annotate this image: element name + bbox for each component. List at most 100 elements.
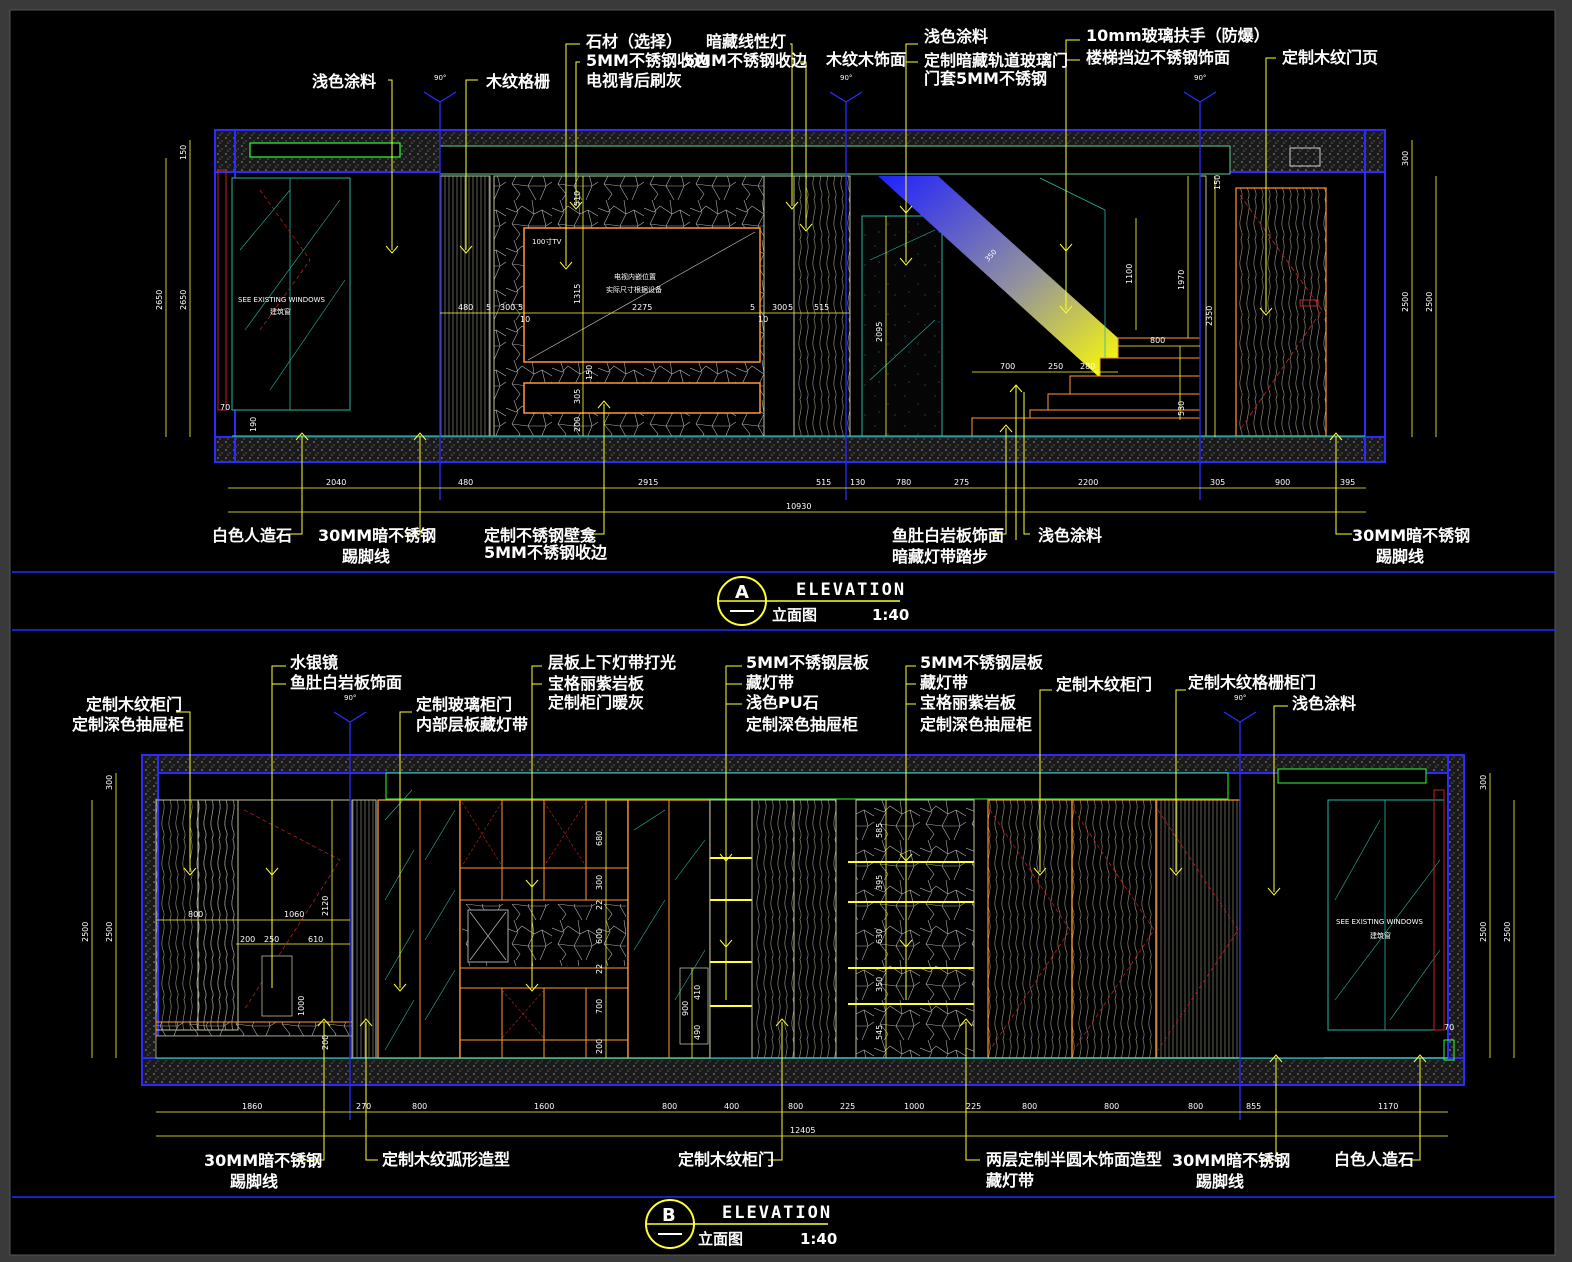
floor-slab (141, 1057, 1465, 1086)
dimension-text: 70 (220, 403, 230, 412)
label: 两层定制半圆木饰面造型 (986, 1150, 1162, 1169)
tv-note-2: 实际尺寸根据设备 (606, 285, 662, 294)
label: 定制深色抽屉柜 (919, 715, 1032, 734)
dimension-text: 510 (573, 191, 582, 206)
dimension-text: 70 (1444, 1023, 1454, 1032)
window-note: SEE EXISTING WINDOWS (238, 296, 326, 304)
angle-90: 90° (1234, 694, 1246, 702)
label: 浅色涂料 (924, 27, 988, 46)
dimension-text: 1970 (1177, 270, 1186, 290)
dimension-text: 1860 (242, 1102, 262, 1111)
label: 5MM不锈钢收边 (484, 543, 608, 562)
dimension-text: 225 (966, 1102, 981, 1111)
label: 暗藏灯带踏步 (892, 547, 988, 566)
label: 30MM暗不锈钢 (204, 1151, 322, 1170)
dimension-text: 800 (412, 1102, 427, 1111)
ceiling-light-cove (385, 772, 1229, 800)
dimension-text: 610 (308, 935, 323, 944)
label: 定制木纹格栅柜门 (1187, 673, 1316, 692)
dimension-text: 250 (264, 935, 279, 944)
dimension-text: 22 (595, 964, 604, 974)
label: 踢脚线 (1196, 1172, 1244, 1191)
dimension-text: 2120 (321, 896, 330, 916)
angle-90: 90° (344, 694, 356, 702)
wood-door (1235, 187, 1327, 437)
label: 10mm玻璃扶手（防爆） (1086, 26, 1270, 45)
dimension-text: 2200 (1078, 478, 1098, 487)
glass-cabinet-door (377, 799, 461, 1059)
leaders-top (176, 665, 1288, 1000)
title-block-a: A ELEVATION 立面图 1:40 (717, 576, 909, 626)
label: 30MM暗不锈钢 (1352, 526, 1470, 545)
dimension-text: 150 (179, 145, 188, 160)
label: 白色人造石 (1334, 1150, 1414, 1169)
label: 定制玻璃柜门 (415, 695, 512, 714)
label: 定制暗藏轨道玻璃门 (923, 51, 1068, 70)
label: 木纹木饰面 (825, 50, 906, 69)
dimension-text: 300 (1401, 151, 1410, 166)
label: 藏灯带 (746, 673, 794, 692)
label: 层板上下灯带打光 (548, 653, 676, 672)
title-block-b: B ELEVATION 立面图 1:40 (645, 1199, 837, 1249)
dimension-text: 2500 (1401, 292, 1410, 312)
leaders-top (385, 39, 1276, 540)
label: 定制木纹弧形造型 (381, 1150, 510, 1169)
dimension-text: 2040 (326, 478, 346, 487)
dimension-text: 5 (518, 303, 523, 312)
dimension-text: 700 (595, 999, 604, 1014)
dimension-text: 1315 (573, 284, 582, 304)
angle-90: 90° (840, 74, 852, 82)
dimension-text: 350 (875, 977, 884, 992)
wood-cabinet-doors (987, 799, 1241, 1059)
label: 定制深色抽屉柜 (745, 715, 858, 734)
dimension-text: 200 (240, 935, 255, 944)
label: 藏灯带 (920, 673, 968, 692)
stair-steps (971, 337, 1201, 437)
dimension-text: 2915 (638, 478, 658, 487)
elevation-scale: 1:40 (872, 606, 909, 624)
dimension-text: 1000 (297, 996, 306, 1016)
dimension-text: 530 (1177, 401, 1186, 416)
label: 定制木纹柜门 (1055, 675, 1152, 694)
label: 踢脚线 (230, 1172, 278, 1191)
dimension-text: 305 (573, 389, 582, 404)
dimension-text: 300 (105, 775, 114, 790)
dimension-text: 515 (814, 303, 829, 312)
tv-note-1: 电视内嵌位置 (614, 272, 656, 281)
label: 浅色PU石 (746, 693, 819, 712)
dimension-text: 225 (840, 1102, 855, 1111)
dimension-text: 22 (595, 900, 604, 910)
dimension-text: 545 (875, 1025, 884, 1040)
label: 浅色涂料 (1292, 694, 1356, 713)
ceiling-line (439, 145, 1231, 175)
stainless-shelves (709, 799, 753, 1059)
dimension-text: 2500 (105, 922, 114, 942)
dimension-text: 395 (1340, 478, 1355, 487)
dimension-text: 5 (486, 303, 491, 312)
dimension-text: 200 (595, 1039, 604, 1054)
tv-niche (523, 227, 761, 363)
elevation-title: ELEVATION (796, 580, 906, 600)
dimension-text: 2500 (1479, 922, 1488, 942)
label: 宝格丽紫岩板 (920, 693, 1017, 712)
label: 定制不锈钢壁龛 (483, 526, 597, 545)
leaders-bottom (286, 392, 1352, 535)
elevation-title-cn: 立面图 (698, 1230, 743, 1248)
dimension-text: 1060 (284, 910, 304, 919)
dimension-text: 5 (750, 303, 755, 312)
dimension-text: 2500 (81, 922, 90, 942)
angle-90: 90° (434, 74, 446, 82)
elevation-title: ELEVATION (722, 1203, 832, 1223)
elevation-a: SEE EXISTING WINDOWS 建筑窗 100寸TV 电视内嵌位置 实… (155, 26, 1470, 626)
label: 白色人造石 (212, 526, 292, 545)
dimension-text: 10 (520, 315, 530, 324)
dimension-text: 400 (724, 1102, 739, 1111)
elevation-title-cn: 立面图 (772, 606, 817, 624)
dimension-text: 395 (875, 875, 884, 890)
dimension-text: 800 (788, 1102, 803, 1111)
wall-right (1447, 754, 1465, 1086)
dimension-text: 200 (573, 417, 582, 432)
elevation-scale: 1:40 (800, 1230, 837, 1248)
